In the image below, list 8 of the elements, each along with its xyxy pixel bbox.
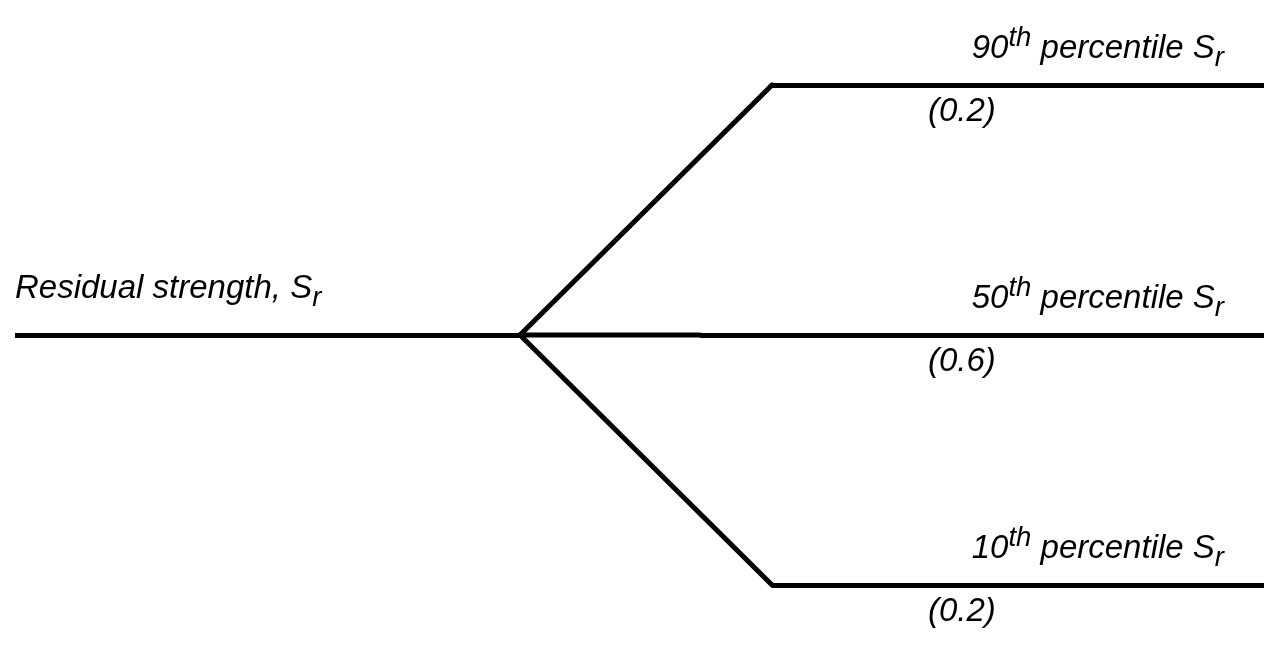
probability-label: (0.2) [928,590,996,630]
branch-label: Residual strength, S$_{r}$ [15,267,322,314]
tree-branch-line [517,332,775,588]
branch-label: 90$^{th}$ percentile S$_{r}$ [971,20,1224,74]
probability-label: (0.2) [928,90,996,130]
probability-label: (0.6) [928,340,996,380]
branch-label: 10$^{th}$ percentile S$_{r}$ [971,520,1224,574]
branch-label: 50$^{th}$ percentile S$_{r}$ [971,270,1224,324]
